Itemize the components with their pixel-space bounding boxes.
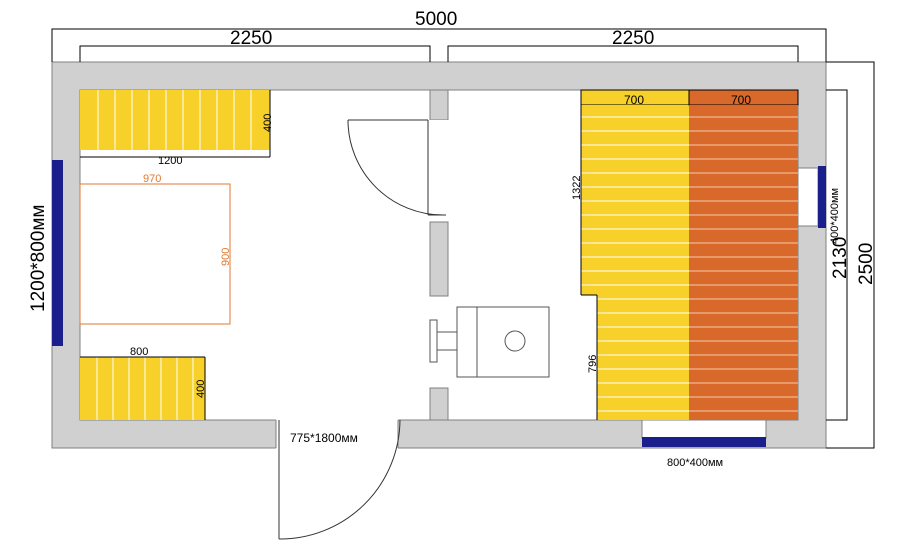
bench-top-left-depth-label: 400 — [262, 114, 274, 132]
stove-left-panel — [456, 306, 478, 378]
bench-top-left — [80, 90, 271, 158]
bench-top-left-length-label: 1200 — [158, 155, 182, 167]
total-width-label: 2500 — [856, 243, 877, 285]
window-right-opening — [797, 167, 819, 227]
shelf-top-width-2-label: 700 — [731, 93, 751, 107]
shelf-lower-height-label: 796 — [587, 355, 599, 373]
entrance-door-label: 775*1800мм — [290, 431, 358, 445]
bench-bottom-left-depth-label: 400 — [195, 380, 207, 398]
partition-opening — [428, 120, 450, 124]
window-right-label: 400*400мм — [829, 188, 841, 244]
shelf-top-width-1-label: 700 — [624, 93, 644, 107]
window-left-label: 1200*800мм — [28, 205, 49, 313]
shelves-yellow — [580, 89, 690, 420]
window-left — [52, 160, 63, 346]
window-right — [818, 166, 826, 228]
stove-burner-icon — [504, 330, 526, 352]
bench-bottom-left-length-label: 800 — [130, 346, 148, 358]
right-room-length-label: 2250 — [612, 28, 654, 49]
partition-wall-middle — [429, 221, 449, 297]
window-bottom-label: 800*400мм — [667, 457, 723, 469]
doors — [278, 119, 446, 540]
entrance-door-swing — [278, 419, 401, 540]
window-bottom — [642, 437, 766, 447]
stove-chimney-plate — [429, 319, 438, 363]
dimension-lines — [51, 28, 875, 449]
entrance-opening — [276, 419, 398, 450]
stove — [429, 306, 550, 378]
rug — [79, 183, 231, 325]
total-length-label: 5000 — [415, 9, 457, 30]
shelves-orange — [688, 89, 799, 420]
inner-width-label: 2130 — [830, 237, 851, 279]
windows — [52, 160, 826, 447]
partition-wall-bottom — [429, 387, 449, 421]
left-room-length-label: 2250 — [230, 28, 272, 49]
partition-wall-top — [429, 89, 449, 121]
window-bottom-opening — [641, 419, 767, 439]
bench-bottom-left — [80, 356, 206, 420]
interior-door-swing — [347, 119, 444, 216]
rug-width-label: 970 — [143, 173, 161, 185]
shelf-upper-height-label: 1322 — [571, 176, 583, 200]
stove-connector — [436, 331, 458, 351]
rug-height-label: 900 — [220, 248, 232, 266]
